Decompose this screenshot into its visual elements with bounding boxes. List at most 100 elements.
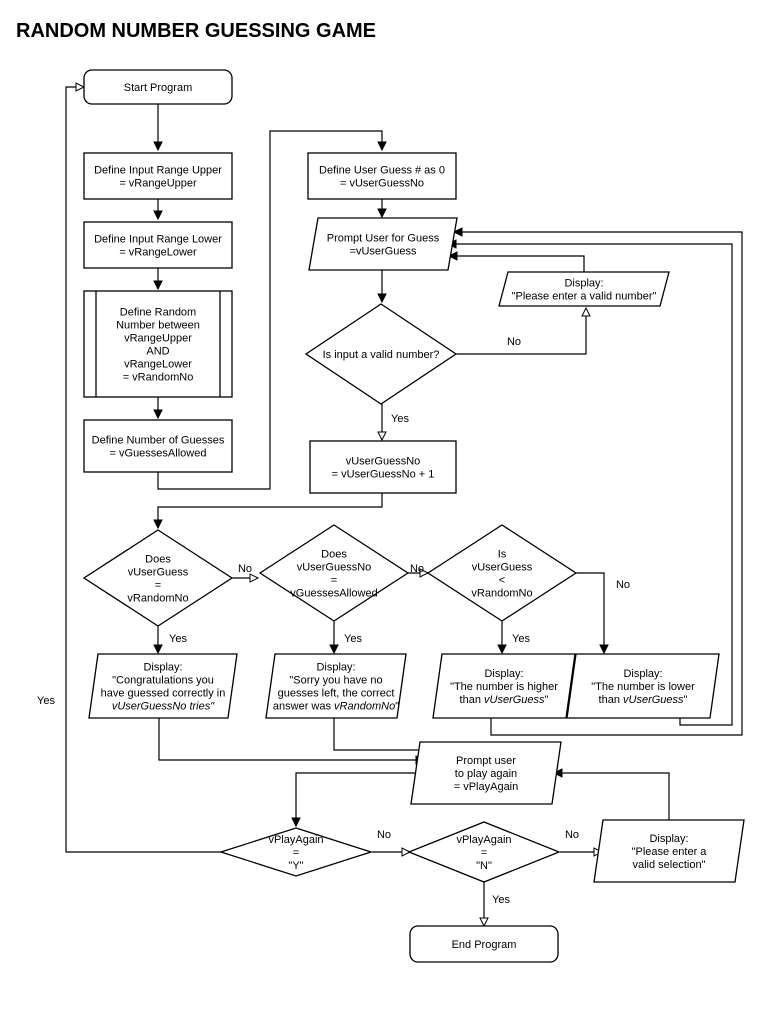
sel-to-again-arrowhead (552, 768, 563, 778)
start-node: Start Program (83, 69, 233, 105)
correct-no-arrowhead (249, 573, 260, 583)
again-to-y-arrowhead (291, 817, 301, 828)
valid-no-to-invalid-arrowhead (581, 306, 591, 317)
higher-to-prompt-arrowhead (452, 227, 463, 237)
svg-text:Prompt User for Guess: Prompt User for Guess (327, 233, 440, 245)
range-upper-node: Define Input Range Upper= vRangeUpper (83, 152, 233, 200)
svg-text:answer was vRandomNo": answer was vRandomNo" (273, 701, 399, 713)
svg-text:vGuessesAllowed: vGuessesAllowed (290, 588, 377, 600)
svg-text:"The number is higher: "The number is higher (450, 681, 558, 693)
svg-text:"The number is lower: "The number is lower (591, 681, 695, 693)
dec-y-node: vPlayAgain="Y" (218, 827, 374, 877)
edge-label-less-no: No (616, 579, 630, 591)
svg-text:"Y": "Y" (288, 860, 303, 872)
svg-text:=: = (155, 580, 161, 592)
invalid-to-prompt-arrowhead (447, 251, 458, 261)
svg-text:vRangeLower: vRangeLower (124, 359, 192, 371)
edge-label-y-yes: Yes (37, 695, 55, 707)
diagram-title: RANDOM NUMBER GUESSING GAME (16, 20, 377, 42)
edge-label-n-no: No (565, 829, 579, 841)
less-no-arrowhead (599, 644, 609, 655)
svg-text:= vPlayAgain: = vPlayAgain (454, 781, 519, 793)
svg-text:Define Input Range Upper: Define Input Range Upper (94, 165, 222, 177)
svg-text:vRandomNo: vRandomNo (127, 593, 188, 605)
user-guess-no-node: Define User Guess # as 0= vUserGuessNo (307, 152, 457, 200)
svg-text:Display:: Display: (484, 668, 523, 680)
y-no-to-n-arrowhead (401, 847, 412, 857)
allowed-no-arrowhead (419, 568, 430, 578)
svg-text:Define Random: Define Random (120, 307, 196, 319)
incr-to-correct-edge (157, 493, 383, 528)
upper-to-lower-arrowhead (153, 210, 163, 221)
valid-yes-to-incr-arrowhead (377, 431, 387, 442)
edge-label-valid-no: No (507, 336, 521, 348)
svg-text:Display:: Display: (143, 662, 182, 674)
svg-text:valid selection": valid selection" (633, 859, 706, 871)
svg-text:Start Program: Start Program (124, 82, 192, 94)
less-yes-arrowhead (497, 644, 507, 655)
dec-n-node: vPlayAgain="N" (407, 821, 561, 883)
svg-text:Define User Guess # as 0: Define User Guess # as 0 (319, 165, 445, 177)
svg-text:= vRandomNo: = vRandomNo (123, 372, 194, 384)
svg-text:vUserGuessNo: vUserGuessNo (346, 456, 421, 468)
svg-text:have guessed correctly in: have guessed correctly in (101, 688, 226, 700)
svg-text:=: = (331, 575, 337, 587)
correct-msg-to-again-edge (158, 718, 424, 761)
svg-text:= vGuessesAllowed: = vGuessesAllowed (110, 448, 207, 460)
edge-label-allowed-yes: Yes (344, 633, 362, 645)
svg-text:vRangeUpper: vRangeUpper (124, 333, 192, 345)
guesses-to-usergno-arrowhead (377, 141, 387, 152)
svg-text:=vUserGuess: =vUserGuess (350, 246, 417, 258)
svg-text:than vUserGuess": than vUserGuess" (460, 694, 549, 706)
svg-text:Display:: Display: (316, 662, 355, 674)
svg-text:Display:: Display: (623, 668, 662, 680)
svg-text:than vUserGuess": than vUserGuess" (599, 694, 688, 706)
svg-text:= vRangeLower: = vRangeLower (119, 247, 197, 259)
valid-check-node: Is input a valid number? (304, 303, 458, 405)
y-yes-to-start-edge (65, 86, 222, 853)
valid-no-to-invalid-edge (456, 308, 587, 355)
n-yes-to-end-arrowhead (479, 917, 489, 928)
incr-to-correct-arrowhead (153, 519, 163, 530)
less-no-edge (576, 572, 605, 653)
svg-text:= vUserGuessNo: = vUserGuessNo (340, 178, 424, 190)
range-lower-node: Define Input Range Lower= vRangeLower (83, 221, 233, 269)
start-to-upper-arrowhead (153, 141, 163, 152)
svg-text:"Congratulations you: "Congratulations you (112, 675, 214, 687)
edge-label-less-yes: Yes (512, 633, 530, 645)
svg-text:vUserGuessNo: vUserGuessNo (297, 562, 372, 574)
svg-text:AND: AND (146, 346, 169, 358)
svg-text:vRandomNo: vRandomNo (471, 588, 532, 600)
allowed-yes-arrowhead (329, 644, 339, 655)
guesses-node: Define Number of Guesses= vGuessesAllowe… (83, 419, 233, 473)
lower-to-random-arrowhead (153, 280, 163, 291)
svg-text:guesses left, the correct: guesses left, the correct (278, 688, 395, 700)
svg-text:vUserGuess: vUserGuess (472, 562, 533, 574)
edge-label-y-no: No (377, 829, 391, 841)
correct-yes-arrowhead (153, 644, 163, 655)
svg-text:Does: Does (321, 549, 347, 561)
svg-text:Is input a valid number?: Is input a valid number? (323, 349, 440, 361)
svg-text:<: < (499, 575, 505, 587)
random-to-guesses-arrowhead (153, 409, 163, 420)
higher-to-prompt-edge (454, 231, 743, 736)
invalid-to-prompt-edge (449, 255, 585, 272)
invalid-msg-node: Display:"Please enter a valid number" (498, 271, 670, 307)
svg-text:vPlayAgain: vPlayAgain (456, 834, 511, 846)
lower-to-prompt-edge (448, 243, 733, 726)
y-yes-to-start-arrowhead (75, 82, 86, 92)
svg-text:Does: Does (145, 554, 171, 566)
increment-node: vUserGuessNo= vUserGuessNo + 1 (309, 440, 457, 494)
usergno-to-prompt-arrowhead (377, 208, 387, 219)
svg-text:Display:: Display: (564, 278, 603, 290)
